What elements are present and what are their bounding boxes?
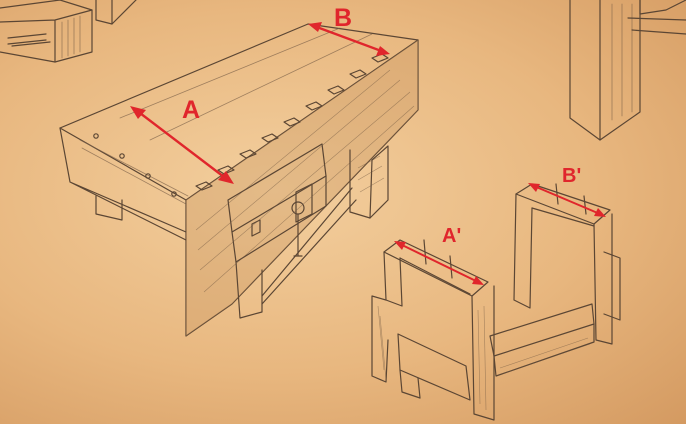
bench-front-face: [185, 39, 419, 337]
dimension-A-prime: A': [394, 225, 484, 285]
bench-end-face: [59, 127, 187, 241]
workbench: [59, 23, 419, 337]
corner-leg-sketch: [569, 0, 686, 141]
dimension-B-prime: B': [528, 165, 606, 217]
dimension-A: A: [130, 96, 234, 184]
bench-legs: [95, 145, 389, 319]
dimension-label-B-prime: B': [562, 165, 581, 187]
dimension-label-B: B: [334, 4, 352, 32]
dimension-label-A-prime: A': [442, 225, 461, 247]
dimension-label-A: A: [182, 96, 200, 124]
dimension-B: B: [308, 4, 390, 56]
base-frame: [371, 183, 621, 421]
dog-holes: [93, 53, 389, 197]
corner-vise-sketch: [0, 0, 137, 63]
